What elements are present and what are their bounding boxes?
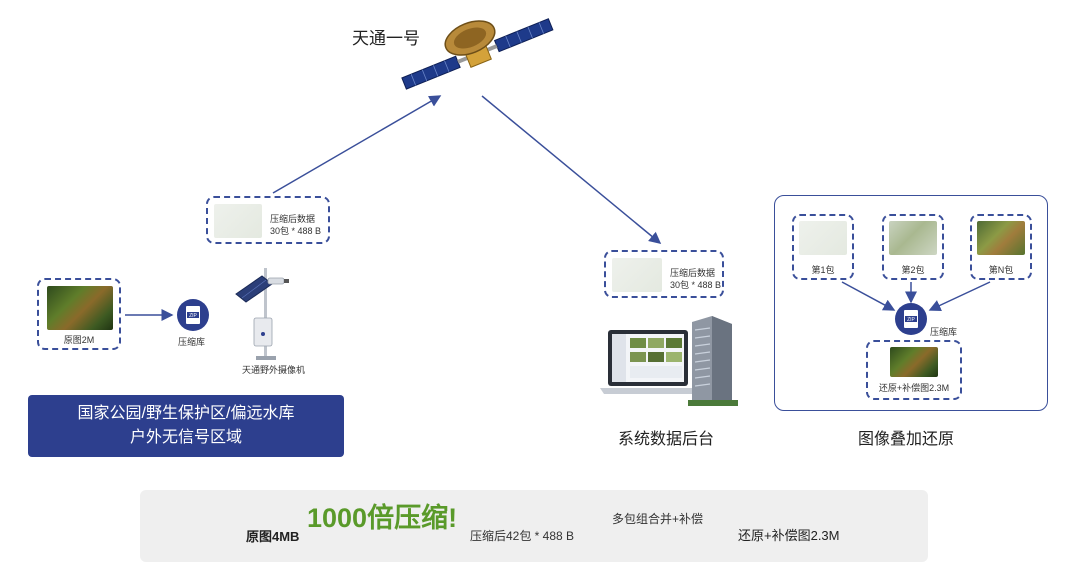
packet-2-card: 第2包 xyxy=(882,214,944,280)
region-line2: 户外无信号区域 xyxy=(129,429,242,446)
packet-2-thumbnail xyxy=(889,221,937,255)
backend-packet-line1: 压缩后数据 xyxy=(670,268,716,278)
source-photo-card: 原图2M xyxy=(37,278,121,350)
summary-headline: 1000倍压缩! xyxy=(307,503,458,533)
field-camera xyxy=(228,258,298,362)
packet-1-thumbnail xyxy=(799,221,847,255)
arrow-packet1-to-zip xyxy=(841,281,896,311)
upload-packet-thumbnail xyxy=(214,204,262,238)
summary-combine: 多包组合并+补偿 xyxy=(612,512,704,526)
restored-image-thumbnail xyxy=(890,347,938,377)
restore-zip-icon: ZIP xyxy=(895,303,927,335)
packet-1-label: 第1包 xyxy=(811,265,835,275)
camera-pole-icon xyxy=(235,268,289,360)
restore-panel xyxy=(774,195,1048,411)
upload-packet-card: 压缩后数据 30包 * 488 B xyxy=(206,196,330,244)
summary-bar xyxy=(140,490,928,562)
packet-N-card: 第N包 xyxy=(970,214,1032,280)
arrow-packetN-to-zip xyxy=(928,281,991,311)
upload-packet-line1: 压缩后数据 xyxy=(270,214,316,224)
zip-file-icon: ZIP xyxy=(186,306,200,324)
upload-packet-line2: 30包 * 488 B xyxy=(270,226,322,236)
laptop-building-icon xyxy=(600,316,738,406)
source-photo-thumbnail xyxy=(47,286,113,330)
restore-zip-label: 压缩库 xyxy=(930,327,958,337)
region-box: 国家公园/野生保护区/偏远水库 户外无信号区域 xyxy=(28,395,344,457)
satellite-icon xyxy=(401,18,554,90)
packet-1-card: 第1包 xyxy=(792,214,854,280)
source-photo-label: 原图2M xyxy=(63,335,95,345)
packet-N-thumbnail xyxy=(977,221,1025,255)
satellite xyxy=(398,10,556,96)
summary-compressed: 压缩后42包 * 488 B xyxy=(470,529,575,543)
svg-text:ZIP: ZIP xyxy=(189,313,197,319)
backend-label: 系统数据后台 xyxy=(618,431,715,448)
svg-text:ZIP: ZIP xyxy=(907,317,915,323)
summary-original: 原图4MB xyxy=(246,529,300,544)
arrow-camera-to-satellite xyxy=(272,95,442,194)
backend-packet-line2: 30包 * 488 B xyxy=(670,280,722,290)
camera-label: 天通野外摄像机 xyxy=(242,365,306,375)
backend-packet-card: 压缩后数据 30包 * 488 B xyxy=(604,250,724,298)
restored-image-label: 还原+补偿图2.3M xyxy=(878,383,950,393)
zip-icon: ZIP xyxy=(177,299,209,331)
arrow-satellite-to-backend xyxy=(481,95,662,244)
summary-restored: 还原+补偿图2.3M xyxy=(738,528,840,543)
restored-image-card: 还原+补偿图2.3M xyxy=(866,340,962,400)
satellite-label: 天通一号 xyxy=(352,29,420,48)
backend-illustration xyxy=(600,316,740,408)
packet-N-label: 第N包 xyxy=(988,265,1014,275)
packet-2-label: 第2包 xyxy=(901,265,925,275)
restore-panel-title: 图像叠加还原 xyxy=(858,431,955,448)
zip-label: 压缩库 xyxy=(178,337,206,347)
zip-file-icon: ZIP xyxy=(904,310,918,328)
backend-packet-thumbnail xyxy=(612,258,662,292)
region-line1: 国家公园/野生保护区/偏远水库 xyxy=(77,405,295,422)
